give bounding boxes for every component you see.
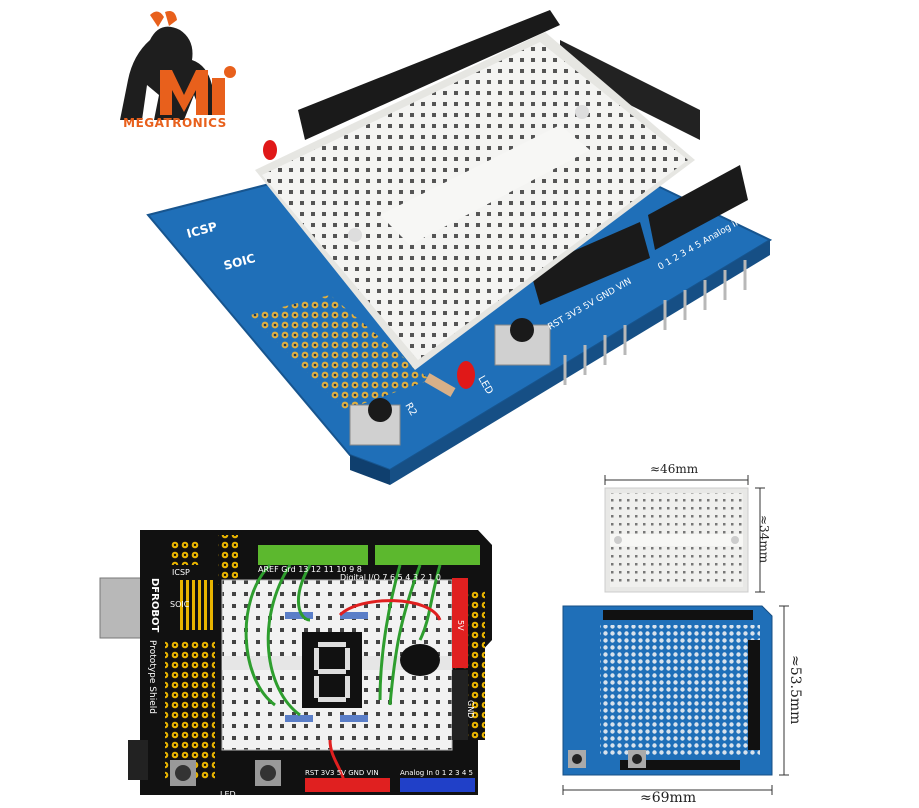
breadboard-width-label: ≈46mm <box>650 462 699 476</box>
digital-label: Digital I/O 7 6 5 4 3 2 1 0 <box>340 573 441 582</box>
schematic-icsp-label: ICSP <box>172 568 190 577</box>
shield-height-label: ≈53.5mm <box>787 655 803 725</box>
schematic-gnd-label: GND <box>466 700 475 718</box>
maker-label: DFROBOT <box>149 578 160 632</box>
schematic-soic-label: SOIC <box>170 600 190 609</box>
aref-label: AREF Grd 13 12 11 10 9 8 <box>258 565 362 574</box>
breadboard-height-label: ≈34mm <box>757 515 771 564</box>
schematic-power-label: RST 3V3 5V GND VIN <box>305 769 379 777</box>
brand-name: MEGATRONICS <box>123 116 227 130</box>
schematic-led-label: LED <box>220 790 236 799</box>
shield-title-label: Prototype Shield <box>147 640 157 714</box>
schematic-analog-label: Analog In 0 1 2 3 4 5 <box>400 769 473 777</box>
schematic-5v-label: 5V <box>456 620 465 631</box>
shield-width-label: ≈69mm <box>640 790 697 806</box>
